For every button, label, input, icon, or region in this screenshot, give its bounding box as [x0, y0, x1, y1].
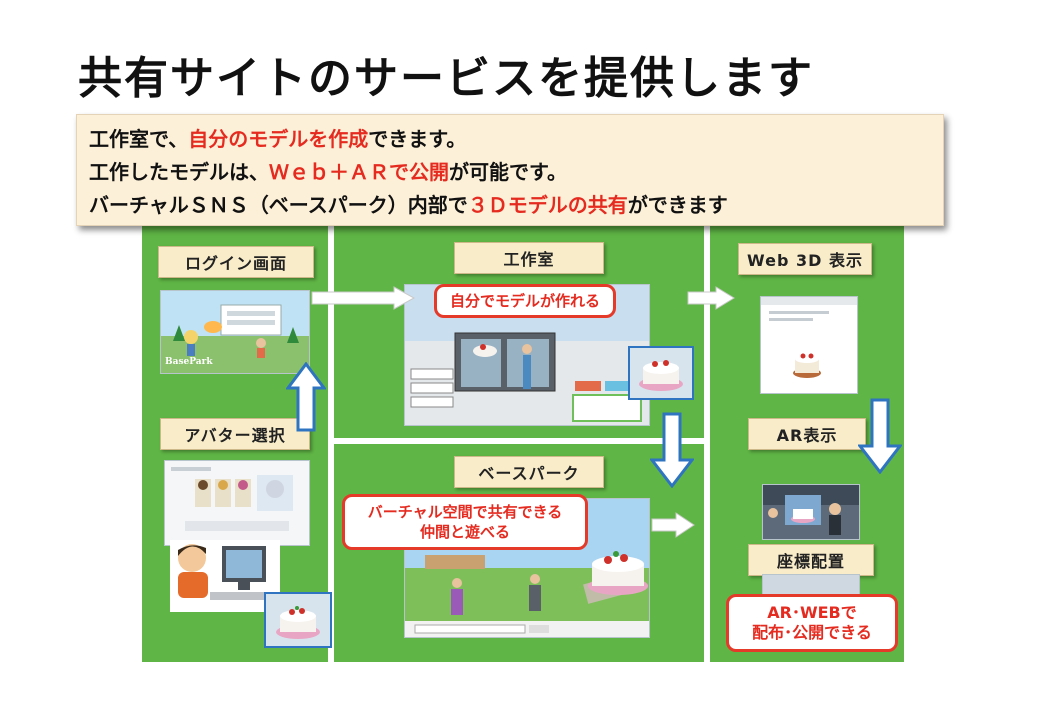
intro-callout: 工作室で、自分のモデルを作成できます。 工作したモデルは、Ｗｅｂ＋ＡＲで公開が可…	[76, 114, 944, 226]
highlight-create-model: 自分のモデルを作成	[188, 127, 369, 151]
label-coord: 座標配置	[748, 544, 874, 576]
bubble-publish: AR･WEBで 配布･公開できる	[726, 594, 898, 652]
bubble-publish-line-1: AR･WEBで	[767, 603, 857, 622]
arrow-basepark-to-right	[651, 512, 695, 538]
bubble-basepark-line-1: バーチャル空間で共有できる	[367, 503, 563, 521]
callout-line-3: バーチャルＳＮＳ（ベースパーク）内部で３Ｄモデルの共有ができます	[89, 193, 728, 217]
bubble-basepark-line-2: 仲間と遊べる	[419, 523, 510, 541]
arrow-avatar-to-login	[286, 362, 326, 432]
arrow-login-to-workshop	[311, 286, 416, 310]
avatar-screenshot	[164, 460, 310, 546]
column-divider-left	[328, 222, 334, 662]
callout-line-1: 工作室で、自分のモデルを作成できます。	[89, 127, 467, 151]
arrow-workshop-to-web3d	[687, 286, 735, 310]
highlight-3d-share: ３Ｄモデルの共有	[467, 193, 628, 217]
workshop-cake-thumb	[628, 346, 694, 400]
avatar-choice-image	[171, 467, 293, 531]
arrow-web3d-to-ar	[858, 398, 902, 474]
bubble-publish-line-2: 配布･公開できる	[752, 623, 872, 642]
bubble-basepark: バーチャル空間で共有できる 仲間と遊べる	[342, 494, 588, 550]
bubble-workshop: 自分でモデルが作れる	[434, 284, 616, 318]
avatar-cake-thumb	[264, 592, 332, 648]
page-title: 共有サイトのサービスを提供します	[78, 53, 814, 104]
row-divider-middle	[334, 438, 704, 444]
arrow-workshop-to-basepark	[650, 412, 694, 488]
ar-scene-image	[763, 485, 859, 535]
ar-photo	[762, 484, 860, 540]
label-web3d: Web 3D 表示	[738, 243, 872, 275]
cake-icon	[276, 606, 320, 639]
label-ar: AR表示	[748, 418, 866, 450]
web3d-page-image	[761, 297, 857, 378]
basepark-cake-image	[588, 551, 648, 595]
label-login: ログイン画面	[158, 246, 314, 278]
workshop-scene-image	[410, 332, 642, 422]
web3d-screenshot	[760, 296, 858, 394]
callout-line-2: 工作したモデルは、Ｗｅｂ＋ＡＲで公開が可能です。	[89, 160, 567, 184]
login-screenshot: BasePark	[160, 290, 310, 374]
person-computer-illustration	[170, 540, 280, 612]
label-workshop: 工作室	[454, 242, 604, 274]
column-divider-right	[704, 222, 710, 662]
cake-icon	[639, 360, 683, 391]
highlight-web-ar: Ｗｅｂ＋ＡＲで公開	[269, 160, 449, 184]
coord-screenshot	[762, 574, 860, 596]
login-scene-image	[173, 304, 299, 358]
label-basepark: ベースパーク	[454, 456, 604, 488]
label-avatar: アバター選択	[160, 418, 310, 450]
login-logo: BasePark	[165, 357, 213, 367]
